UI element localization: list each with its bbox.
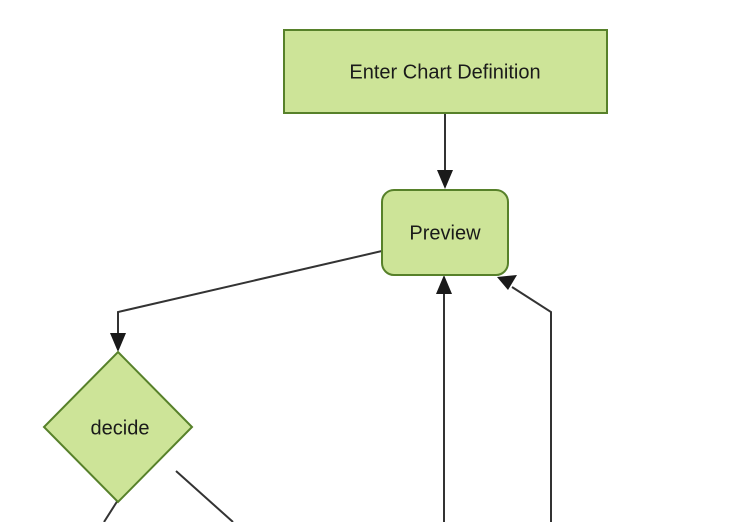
edge-bottom-center-to-preview [436,275,452,522]
edge-line [511,286,552,522]
arrow-head-icon [437,170,453,189]
edge-decide-bottom-out [103,499,119,522]
node-label-enter-chart-definition: Enter Chart Definition [349,61,540,83]
node-shape-diamond[interactable] [42,350,194,504]
node-label-decide: decide [91,417,150,439]
edge-line [117,250,383,337]
arrow-head-icon [110,333,126,352]
node-preview[interactable]: Preview [381,189,509,276]
node-shape-rectangle[interactable] [283,29,608,114]
node-shape-rounded-rectangle[interactable] [381,189,509,276]
node-label-preview: Preview [409,222,481,244]
edge-enter-to-preview [437,113,453,189]
arrow-head-icon [436,275,452,294]
edge-bottom-right-to-preview [497,275,552,522]
edge-line [175,470,234,522]
edge-decide-right-out [175,470,234,522]
edge-line [103,499,119,522]
edge-preview-to-decide [110,250,383,352]
node-decide[interactable]: decide [42,350,194,504]
arrow-head-icon [497,275,517,290]
node-enter-chart-definition[interactable]: Enter Chart Definition [283,29,608,114]
